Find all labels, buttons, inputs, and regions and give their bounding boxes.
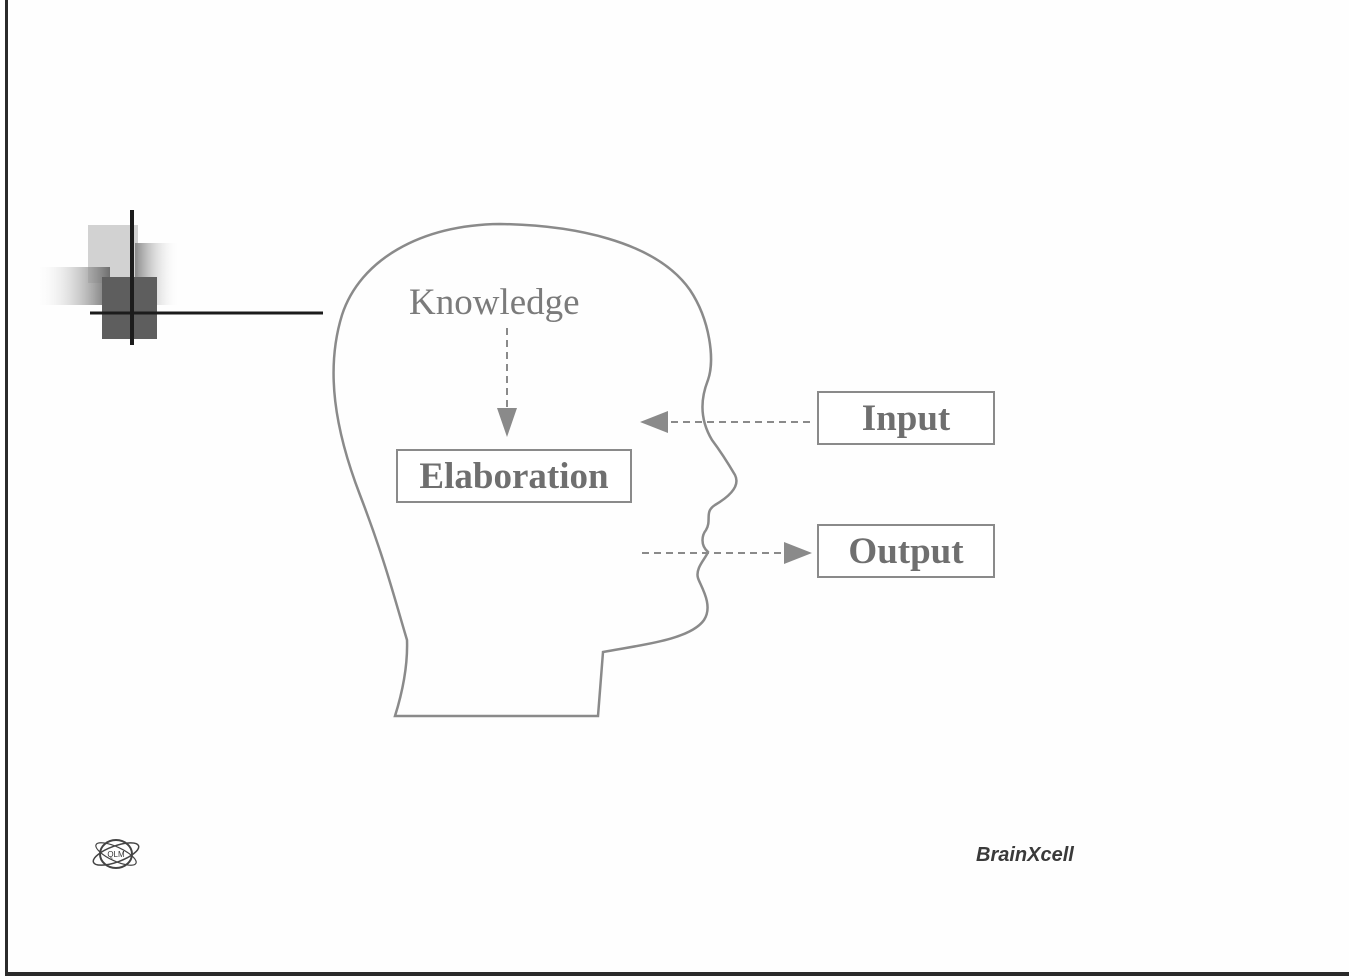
head-outline <box>332 222 738 718</box>
input-box: Input <box>817 391 995 445</box>
corner-decoration <box>35 210 323 345</box>
elaboration-box: Elaboration <box>396 449 632 503</box>
input-arrowhead <box>640 411 668 433</box>
deco-square-dark <box>102 277 157 339</box>
elaboration-label: Elaboration <box>419 455 609 497</box>
deco-band-left <box>35 267 110 305</box>
output-label: Output <box>848 530 964 572</box>
input-label: Input <box>861 397 951 439</box>
output-box: Output <box>817 524 995 578</box>
brainxcell-logo-icon: BrainXcell <box>976 844 1074 866</box>
brainxcell-logo-text: BrainXcell <box>976 844 1074 866</box>
qlm-logo-text: QLM <box>107 850 125 859</box>
knowledge-label: Knowledge <box>409 282 580 323</box>
qlm-logo-icon: QLM <box>92 839 140 869</box>
knowledge-arrowhead <box>497 408 517 437</box>
output-arrowhead <box>784 542 812 564</box>
slide-left-border <box>5 0 8 975</box>
slide-bottom-border <box>5 972 1349 976</box>
